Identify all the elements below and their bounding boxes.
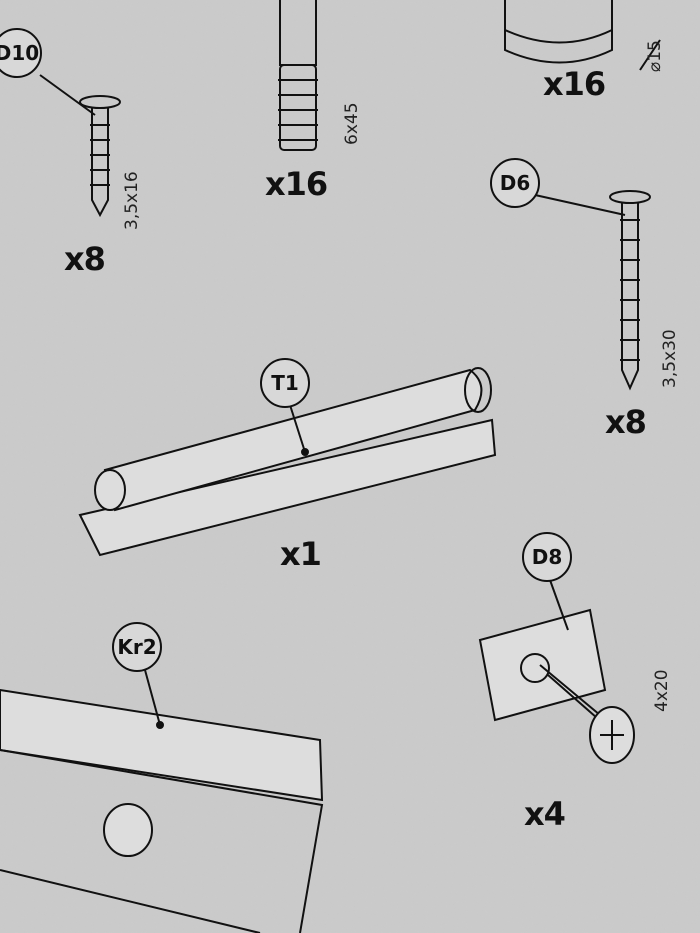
qty-d10: x8 [64,240,106,278]
size-d8: 4x20 [652,669,672,712]
qty-d8: x4 [524,795,566,833]
part-label-kr2: Kr2 [112,622,162,672]
rail-icon [0,669,324,933]
screw-d10-icon [39,74,121,218]
clip-screw-icon [478,579,635,764]
qty-t1: x1 [280,535,322,573]
part-label-d10: D10 [0,28,42,78]
size-d10: 3,5x16 [122,171,142,230]
screw-d6-icon [534,190,651,391]
damper-icon [78,367,497,557]
cam-lock-icon [504,0,661,71]
qty-cam: x16 [543,65,606,103]
part-label-d8: D8 [522,532,572,582]
qty-dowel: x16 [265,165,328,203]
qty-d6: x8 [605,403,647,441]
part-label-d6: D6 [490,158,540,208]
size-d6: 3,5x30 [660,329,680,388]
size-cam: ⌀15 [645,40,665,72]
part-label-t1: T1 [260,358,310,408]
size-dowel: 6x45 [342,102,362,145]
dowel-icon [278,0,318,151]
